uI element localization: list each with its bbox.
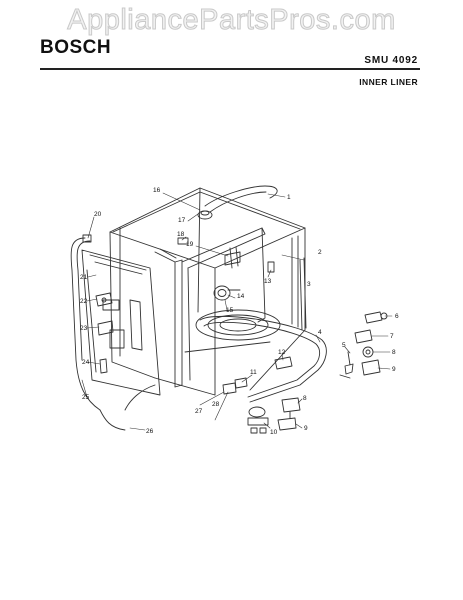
callout-18: 18 — [177, 231, 185, 238]
bottom-parts — [124, 356, 301, 434]
callout-4: 4 — [318, 329, 322, 336]
callout-9: 9 — [392, 366, 396, 373]
callout-22: 22 — [80, 298, 88, 305]
fill-port — [177, 210, 241, 269]
callout-6: 6 — [395, 313, 399, 320]
callout-1: 1 — [287, 194, 291, 201]
callout-12: 12 — [278, 349, 286, 356]
leader-lines — [81, 192, 393, 431]
callout-14: 14 — [237, 293, 245, 300]
callout-19: 19 — [186, 241, 194, 248]
callout-11: 11 — [250, 369, 257, 376]
callout-numbers: 16 1 17 18 19 20 2 13 3 14 15 21 22 23 2… — [80, 187, 399, 436]
callout-5: 5 — [342, 342, 346, 349]
callout-21: 21 — [80, 274, 88, 281]
callout-26: 26 — [146, 428, 154, 435]
drain-hose — [70, 234, 126, 431]
callout-24: 24 — [82, 359, 90, 366]
callout-10: 10 — [270, 429, 278, 436]
callout-13: 13 — [264, 278, 272, 285]
callout-8: 8 — [392, 349, 396, 356]
callout-9b: 9 — [304, 425, 308, 432]
brand-logo: BOSCH — [40, 37, 112, 58]
callout-2: 2 — [318, 249, 322, 256]
callout-25: 25 — [82, 394, 90, 401]
model-number: SMU 4092 — [364, 55, 418, 66]
door-liner — [81, 249, 161, 396]
callout-17: 17 — [178, 217, 186, 224]
callout-28: 28 — [212, 401, 220, 408]
callout-15: 15 — [226, 307, 234, 314]
door-gasket — [299, 257, 307, 331]
callout-20: 20 — [94, 211, 102, 218]
callout-16: 16 — [153, 187, 161, 194]
callout-3: 3 — [307, 281, 311, 288]
heating-element — [199, 315, 327, 403]
callout-27: 27 — [195, 408, 203, 415]
tub-liner — [109, 187, 306, 396]
header-rule — [40, 68, 420, 70]
section-title: INNER LINER — [359, 77, 418, 87]
callout-23: 23 — [80, 325, 88, 332]
callout-7: 7 — [390, 333, 394, 340]
callout-8b: 8 — [303, 395, 307, 402]
rinse-aid-dispenser — [213, 285, 241, 301]
door-fittings — [95, 261, 275, 374]
spray-tube — [204, 185, 278, 213]
watermark-text: AppliancePartsPros.com — [67, 4, 396, 37]
